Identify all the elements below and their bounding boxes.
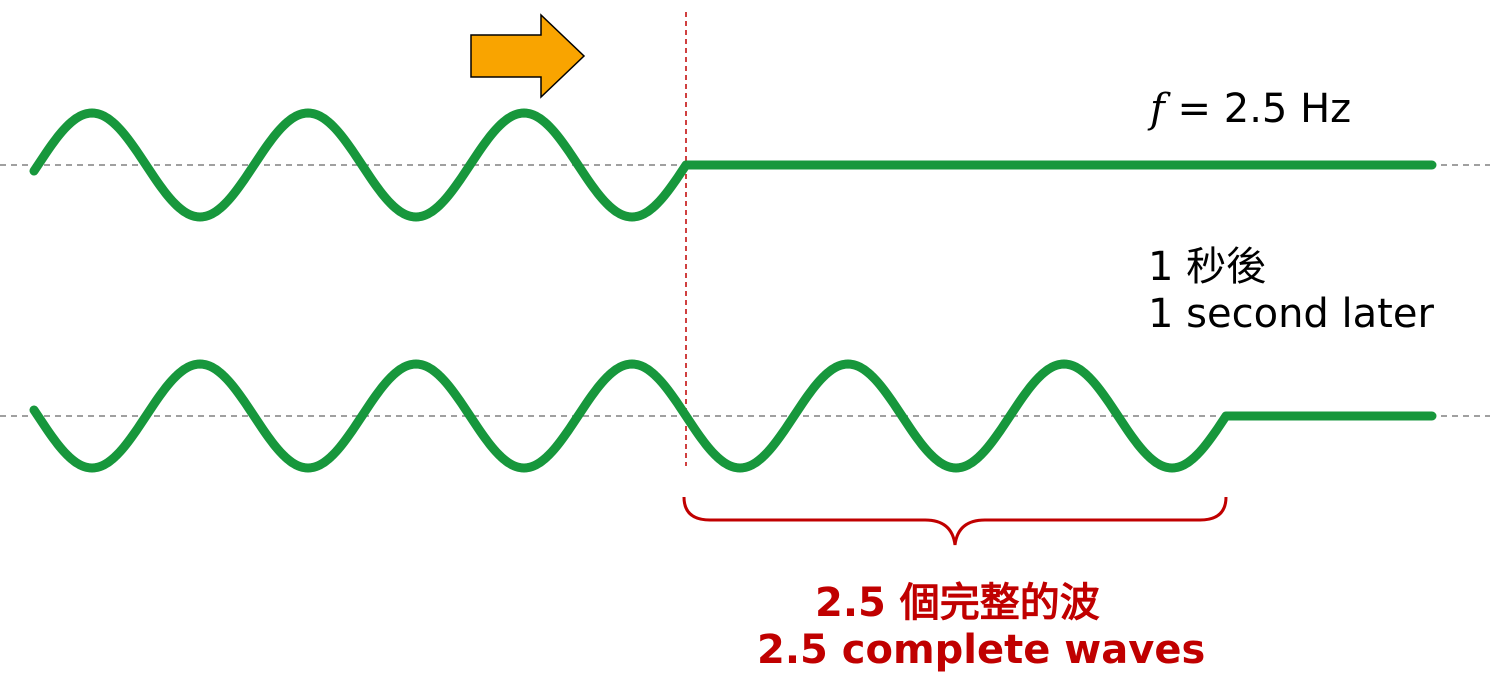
wave-count-label-zh: 2.5 個完整的波	[815, 580, 1100, 626]
complete-waves-brace	[682, 496, 1228, 546]
time-label-zh: 1 秒後	[1148, 244, 1267, 290]
frequency-symbol: f	[1150, 86, 1165, 132]
frequency-value: = 2.5 Hz	[1164, 86, 1352, 132]
propagation-arrow-icon	[470, 13, 586, 99]
time-label-en: 1 second later	[1148, 291, 1434, 337]
wave-after-one-second	[29, 359, 1437, 473]
wave-before	[29, 108, 1437, 222]
wave-count-label-en: 2.5 complete waves	[757, 627, 1206, 673]
frequency-label: f = 2.5 Hz	[1150, 86, 1351, 132]
